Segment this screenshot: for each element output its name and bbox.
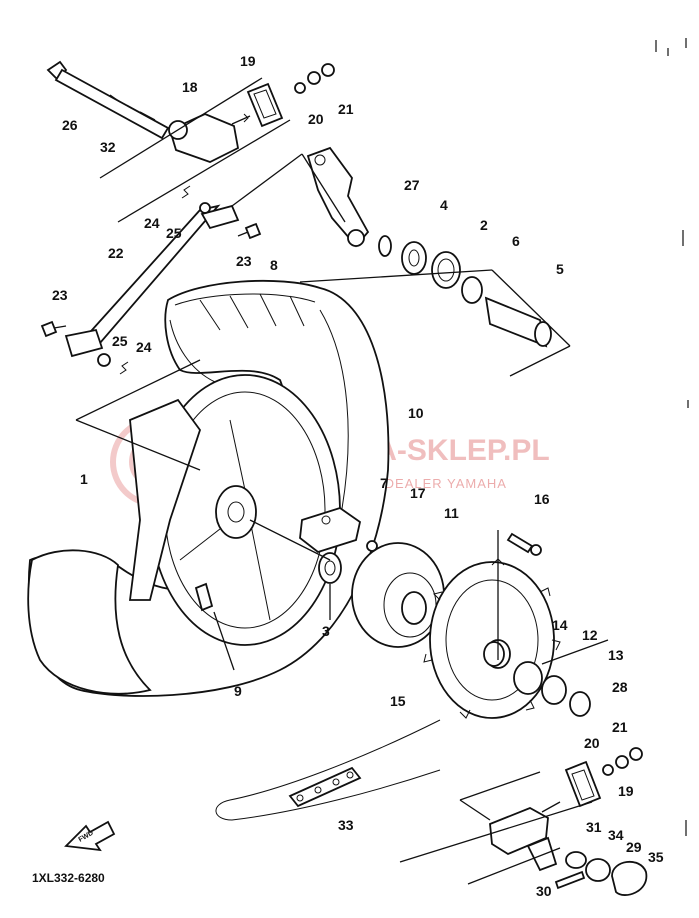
callout-22: 22 [108, 245, 124, 261]
callout-30: 30 [536, 883, 552, 899]
callout-17: 17 [410, 485, 426, 501]
fwd-arrow-icon: FWD [64, 820, 116, 852]
chain-adjuster-right [489, 747, 648, 896]
adjuster-cap-top [246, 82, 284, 128]
callout-35: 35 [648, 849, 664, 865]
callout-21: 21 [338, 101, 354, 117]
callout-25: 25 [166, 225, 182, 241]
callout-20: 20 [308, 111, 324, 127]
callout-31: 31 [586, 819, 602, 835]
hub-damper [299, 507, 362, 554]
callout-10: 10 [408, 405, 424, 421]
callout-29: 29 [626, 839, 642, 855]
callout-18: 18 [182, 79, 198, 95]
callout-34: 34 [608, 827, 624, 843]
callout-8: 8 [270, 257, 278, 273]
chain-adjuster-left [168, 113, 251, 163]
callout-28: 28 [612, 679, 628, 695]
sprocket-side-stack [483, 641, 591, 717]
callout-33: 33 [338, 817, 354, 833]
callout-12: 12 [582, 627, 598, 643]
callout-19: 19 [240, 53, 256, 69]
callout-25-left: 25 [112, 333, 128, 349]
callout-23-top: 23 [236, 253, 252, 269]
callout-7: 7 [380, 475, 388, 491]
callout-32: 32 [100, 139, 116, 155]
callout-2: 2 [480, 217, 488, 233]
callout-16: 16 [534, 491, 550, 507]
valve [194, 582, 214, 612]
wheel-bearing [318, 552, 342, 584]
rear-wheel-rim [27, 374, 341, 695]
hub-bearing-stack [378, 235, 552, 348]
sprocket-bolt [506, 532, 542, 556]
leader-lines [75, 77, 609, 885]
diagram-code: 1XL332-6280 [32, 871, 105, 885]
rear-sprocket [423, 558, 561, 719]
nuts-top [294, 63, 335, 94]
callout-5: 5 [556, 261, 564, 277]
callout-15: 15 [390, 693, 406, 709]
callout-27: 27 [404, 177, 420, 193]
callout-11: 11 [444, 505, 459, 521]
callout-19-right: 19 [618, 783, 634, 799]
rear-axle [46, 60, 170, 140]
callout-9: 9 [234, 683, 242, 699]
callout-3: 3 [322, 623, 330, 639]
callout-14: 14 [552, 617, 568, 633]
callout-20-right: 20 [584, 735, 600, 751]
drive-chain [215, 719, 441, 821]
callout-6: 6 [512, 233, 520, 249]
callout-24-left: 24 [136, 339, 152, 355]
callout-24: 24 [144, 215, 160, 231]
callout-4: 4 [440, 197, 448, 213]
margin-marks [655, 38, 689, 836]
callout-labels: 26 32 18 19 20 21 27 4 2 6 5 24 25 23 22… [52, 53, 664, 899]
brake-caliper-bracket [306, 146, 370, 248]
callout-26: 26 [62, 117, 78, 133]
callout-21-right: 21 [612, 719, 628, 735]
torque-rod [64, 204, 240, 358]
callout-1: 1 [80, 471, 88, 487]
callout-23-left: 23 [52, 287, 68, 303]
callout-13: 13 [608, 647, 624, 663]
small-hardware-left [40, 185, 262, 375]
